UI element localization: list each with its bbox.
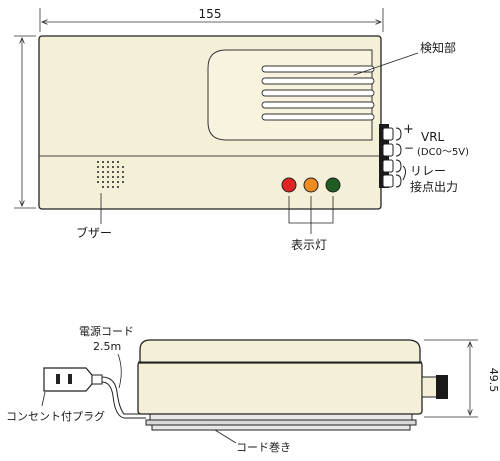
buzzer-hole: [122, 181, 124, 183]
buzzer-hole: [107, 186, 109, 188]
sensor-leader-line: [353, 52, 419, 76]
cord-label: 電源コード: [79, 324, 134, 338]
buzzer-holes: [97, 161, 124, 188]
height-dimension-side: 49.5: [424, 339, 500, 418]
width-dimension: 155: [39, 7, 384, 32]
buzzer-hole: [102, 181, 104, 183]
minus-label: −: [404, 141, 414, 155]
buzzer-hole: [112, 181, 114, 183]
plug-label: コンセント付プラグ: [6, 409, 105, 423]
buzzer-hole: [117, 186, 119, 188]
buzzer-hole: [112, 176, 114, 178]
buzzer-hole: [107, 171, 109, 173]
width-dim-label: 155: [199, 7, 222, 21]
detector-side-body: [137, 339, 448, 431]
buzzer-hole: [102, 186, 104, 188]
buzzer-hole: [102, 161, 104, 163]
plus-label: +: [403, 122, 414, 137]
buzzer-hole: [97, 181, 99, 183]
buzzer-hole: [122, 171, 124, 173]
buzzer-hole: [107, 176, 109, 178]
buzzer-hole: [112, 171, 114, 173]
height-dim-label: 49.5: [487, 368, 500, 393]
height-dimension-top: [14, 35, 36, 209]
relay-label: リレー: [410, 164, 446, 178]
buzzer-hole: [97, 161, 99, 163]
buzzer-hole: [102, 171, 104, 173]
reel-label: コード巻き: [236, 441, 291, 454]
buzzer-hole: [122, 176, 124, 178]
buzzer-hole: [102, 166, 104, 168]
buzzer-hole: [97, 176, 99, 178]
buzzer-hole: [112, 166, 114, 168]
buzzer-hole: [112, 186, 114, 188]
buzzer-hole: [117, 161, 119, 163]
buzzer-hole: [117, 171, 119, 173]
buzzer-hole: [117, 176, 119, 178]
buzzer-hole: [97, 171, 99, 173]
relay-brace: [402, 165, 406, 181]
buzzer-hole: [102, 176, 104, 178]
sensor-label: 検知部: [420, 40, 456, 55]
indicator-lamp-orange: [303, 177, 319, 193]
dc-range-label: (DC0～5V): [417, 147, 469, 158]
buzzer-hole: [122, 166, 124, 168]
buzzer-hole: [112, 161, 114, 163]
contact-output-label: 接点出力: [410, 179, 458, 194]
indicator-lamp-red: [281, 177, 297, 193]
plug-leader-line: [41, 391, 46, 407]
cord-length-label: 2.5m: [93, 340, 121, 353]
buzzer-hole: [117, 181, 119, 183]
power-plug: [43, 353, 146, 419]
buzzer-hole: [97, 166, 99, 168]
indicator-label: 表示灯: [291, 238, 327, 252]
buzzer-hole: [107, 161, 109, 163]
terminal-block: [379, 124, 402, 188]
buzzer-label: ブザー: [76, 225, 112, 240]
buzzer-hole: [107, 166, 109, 168]
buzzer-hole: [117, 166, 119, 168]
detector-top-body: [38, 35, 382, 210]
buzzer-hole: [107, 181, 109, 183]
reel-leader-line: [214, 429, 237, 444]
vrl-label: VRL: [421, 130, 445, 144]
sensor-grille: [207, 49, 375, 141]
indicator-lamp-green: [325, 177, 341, 193]
